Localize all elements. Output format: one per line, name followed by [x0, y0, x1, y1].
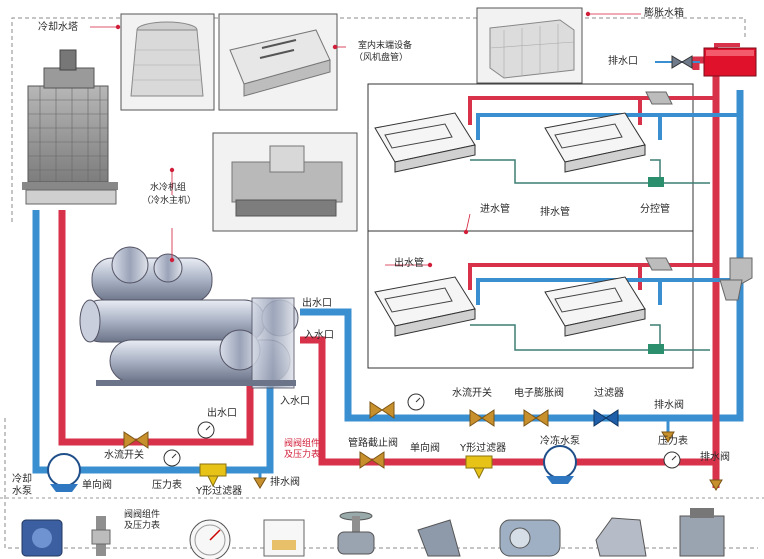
pressure-gauge-icon: [163, 393, 681, 469]
cooling-water-pump-label-1: 冷却: [12, 474, 32, 485]
indoor-return-pipe: [468, 96, 716, 125]
valve-parts-note-2: 及压力表: [284, 450, 321, 460]
condensate-drain: [470, 159, 710, 184]
check-valve-2-label: 单向阀: [82, 480, 112, 491]
drain-valve-3-label: 排水阀: [270, 477, 300, 488]
shutoff-valve-photo: [337, 511, 375, 555]
expansion-tank-photo: [476, 7, 583, 84]
component-photo: [595, 517, 647, 557]
cooling-tower-label: 冷却水塔: [38, 22, 78, 33]
manifold-fitting: [648, 177, 664, 187]
inlet-pipe-label: 进水管: [480, 204, 510, 215]
drain-port-label: 排水口: [608, 56, 638, 67]
flow-switch-2-label: 水流开关: [104, 450, 144, 461]
filter-label: 过滤器: [594, 388, 624, 399]
chiller-outlet-label: 出水口: [302, 298, 332, 309]
component-photo: [263, 519, 305, 557]
fan-coil-unit: [544, 112, 646, 173]
chilled-water-pump-label: 冷冻水泵: [540, 436, 580, 447]
bottom-note-2: 及压力表: [124, 521, 161, 531]
cooling-tower-photo: [120, 13, 215, 111]
filter-icon: [593, 409, 619, 427]
indoor-unit-label: 室内末端设备: [358, 41, 413, 51]
chiller-inlet-2-label: 入水口: [280, 396, 310, 407]
fan-coil-unit: [374, 112, 476, 173]
y-strainer-icon: [199, 455, 493, 488]
pump-photo: [499, 519, 561, 557]
chiller-sub-label: （冷水主机）: [142, 196, 197, 206]
fan-coil-unit: [544, 276, 646, 337]
condensate-drain-3: [470, 324, 710, 351]
chilled-supply-pipe: [300, 90, 744, 422]
drain-valve-2-label: 排水阀: [700, 452, 730, 463]
valve-icon: [369, 401, 395, 419]
cooling-water-pump-label-2: 水泵: [12, 486, 32, 497]
cooling-tower: [22, 49, 118, 205]
chiller-photo: [212, 132, 358, 232]
component-photo: [91, 516, 111, 556]
fan-coil-photo: [218, 13, 338, 111]
valve-icon: [123, 431, 149, 449]
indoor-unit-sub-label: （风机盘管）: [354, 53, 409, 63]
indoor-unit-box-lower: [367, 230, 694, 369]
y-strainer-2-label: Y形过滤器: [196, 486, 243, 497]
indoor-return-pipe-3: [468, 263, 716, 290]
check-valve-icon: [671, 55, 693, 69]
shutoff-valve-label: 管路截止阀: [348, 438, 398, 449]
pressure-gauge-label: 压力表: [658, 436, 688, 447]
electronic-expansion-valve-label: 电子膨胀阀: [514, 388, 564, 399]
indoor-supply-pipe: [476, 113, 740, 140]
chiller-inlet-label: 入水口: [304, 330, 334, 341]
fan-coil-unit: [374, 276, 476, 337]
chiller-outlet-2-label: 出水口: [207, 408, 237, 419]
building-outline: [11, 17, 746, 222]
chilled-water-pump: [543, 445, 577, 484]
pressure-gauge-2-label: 压力表: [152, 480, 182, 491]
valve-icon: [469, 409, 495, 427]
component-photo: [21, 519, 63, 557]
component-photo: [417, 519, 461, 557]
condensate-drain-2: [650, 159, 661, 183]
chiller-label: 水冷机组: [150, 183, 187, 193]
y-strainer-label: Y形过滤器: [460, 443, 507, 454]
cooling-supply-pipe: [32, 210, 48, 474]
manifold-label: 分控管: [640, 204, 670, 215]
drain-valve-label: 排水阀: [654, 400, 684, 411]
expansion-tank-label: 膨胀水箱: [644, 8, 684, 19]
condensate-drain-4: [650, 324, 661, 350]
manifold-fitting: [648, 344, 664, 354]
check-valve-label: 单向阀: [410, 443, 440, 454]
pressure-gauge-photo: [189, 519, 231, 559]
valve-parts-note-1: 阀阀组件: [284, 439, 321, 449]
valve-icon: [359, 451, 385, 469]
component-photo: [679, 508, 725, 557]
drain-valve-icon: [253, 431, 723, 491]
main-chiller: [79, 246, 299, 389]
outlet-pipe-label: 出水管: [394, 258, 424, 269]
bottom-note-1: 阀阀组件: [124, 510, 161, 520]
callout-leader: [90, 11, 641, 268]
cooling-water-pump: [47, 453, 81, 492]
flow-switch-label: 水流开关: [452, 388, 492, 399]
drain-pipe-label: 排水管: [540, 207, 570, 218]
valve-icon: [523, 409, 549, 427]
tee-fitting: [645, 91, 753, 301]
indoor-supply-pipe-3: [476, 278, 740, 305]
